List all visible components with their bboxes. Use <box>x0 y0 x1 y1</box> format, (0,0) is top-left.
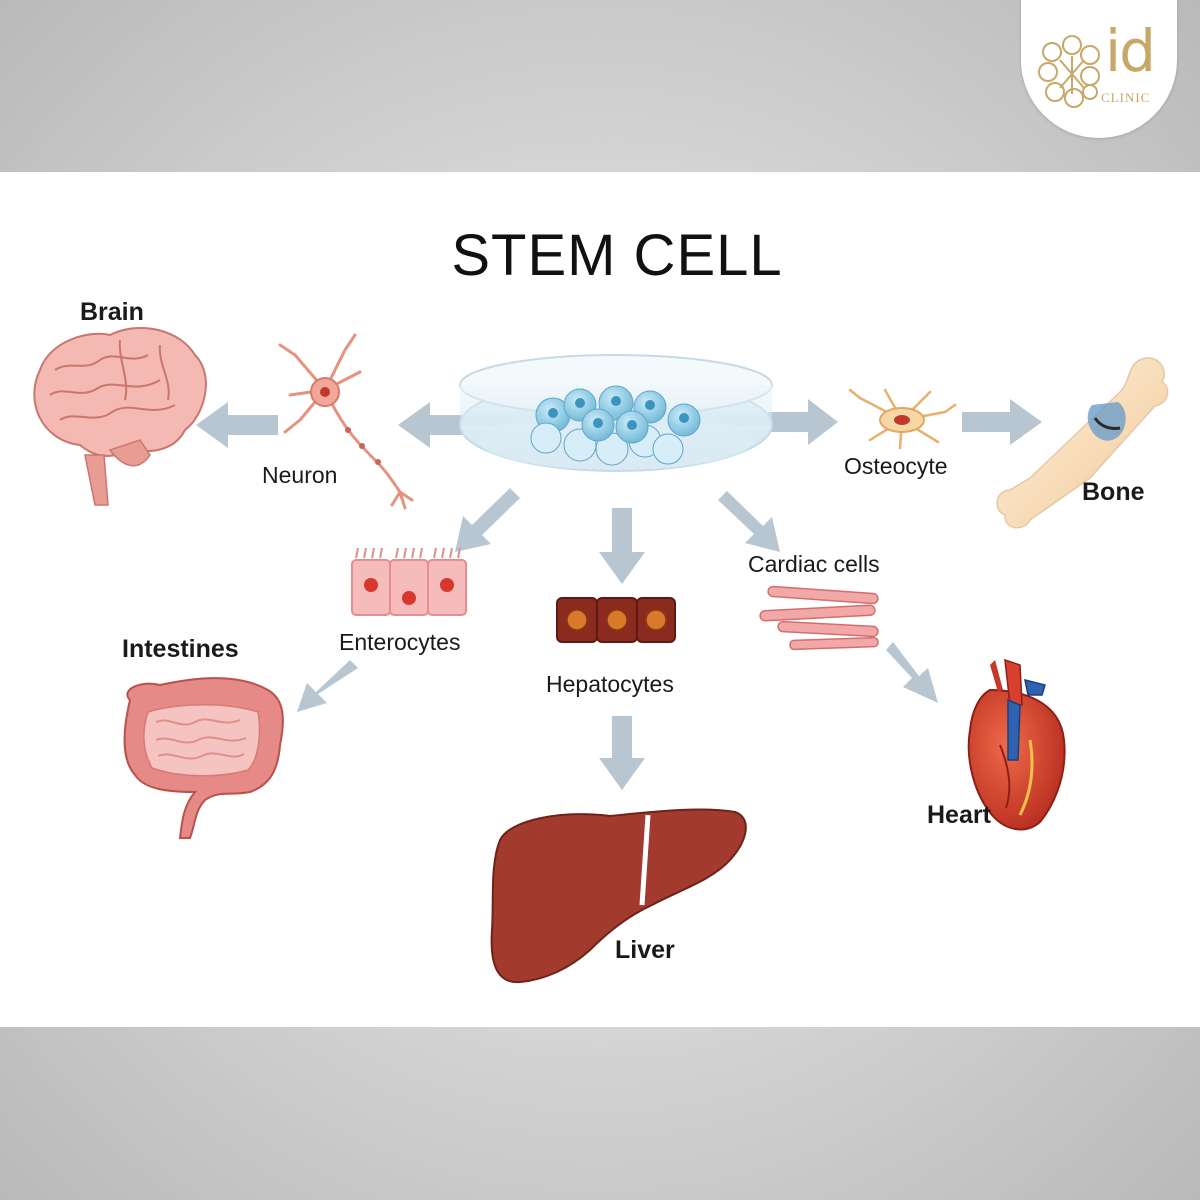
arrow-enterocytes-to-intestines <box>297 660 358 712</box>
bone-icon <box>996 357 1169 529</box>
liver-icon <box>490 808 747 984</box>
logo-text: id <box>1105 17 1156 85</box>
arrow-dish-to-osteocyte <box>768 399 838 445</box>
cardiac-cells-icon <box>759 585 879 651</box>
intestines-icon <box>123 677 284 839</box>
arrow-osteocyte-to-bone <box>962 399 1042 445</box>
label-cardiac-cells: Cardiac cells <box>748 551 880 577</box>
arrow-dish-to-enterocytes <box>455 488 520 552</box>
enterocytes-icon <box>351 547 467 616</box>
label-neuron: Neuron <box>262 462 338 488</box>
arrow-dish-to-hepatocytes <box>599 508 645 584</box>
brain-icon <box>33 327 207 506</box>
hepatocytes-icon <box>556 597 676 643</box>
osteocyte-icon <box>848 388 957 450</box>
diagram-title: STEM CELL <box>451 223 783 288</box>
label-heart: Heart <box>927 801 991 829</box>
label-liver: Liver <box>615 936 675 964</box>
neuron-icon <box>278 333 414 510</box>
arrows <box>196 399 1042 790</box>
label-osteocyte: Osteocyte <box>844 453 948 479</box>
label-bone: Bone <box>1082 478 1145 506</box>
logo-subtext: CLINIC <box>1101 90 1151 105</box>
heart-icon <box>967 658 1066 831</box>
arrow-dish-to-cardiac <box>718 491 780 552</box>
arrow-hepatocytes-to-liver <box>599 716 645 790</box>
label-hepatocytes: Hepatocytes <box>546 671 674 697</box>
stem-cells <box>530 385 701 466</box>
label-intestines: Intestines <box>122 635 239 663</box>
label-brain: Brain <box>80 298 144 326</box>
label-enterocytes: Enterocytes <box>339 629 461 655</box>
arrow-dish-to-neuron <box>398 402 462 448</box>
arrow-cardiac-to-heart <box>886 642 938 703</box>
arrow-neuron-to-brain <box>196 402 278 448</box>
